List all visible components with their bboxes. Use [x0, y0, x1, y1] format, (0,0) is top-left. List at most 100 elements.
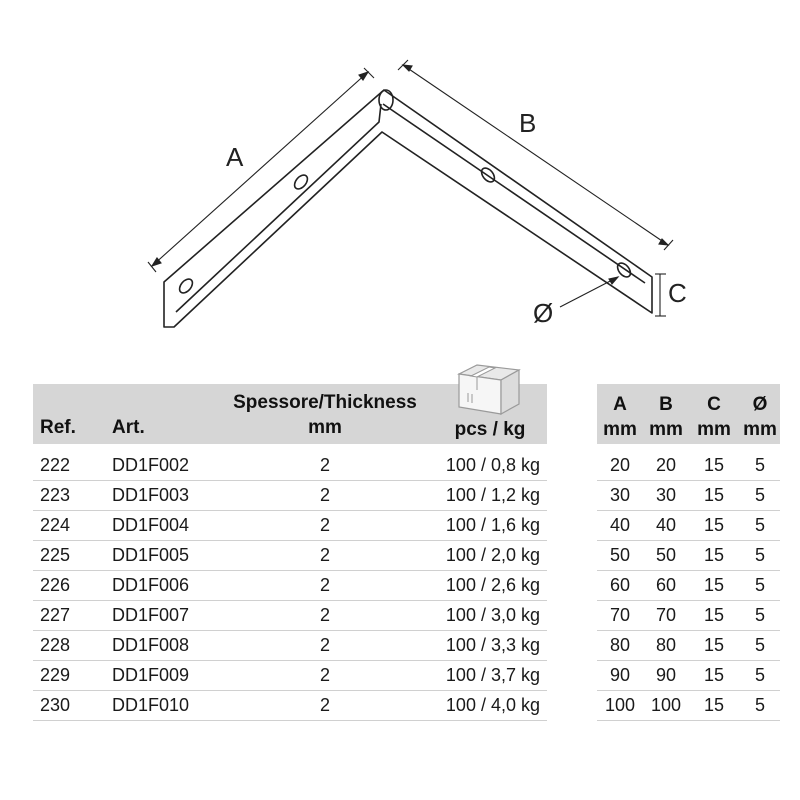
hole-right-lower	[616, 262, 632, 278]
cell-diameter: 5	[754, 455, 765, 475]
header-a-unit: mm	[603, 419, 637, 440]
cell-diameter: 5	[754, 695, 765, 715]
cell-b: 60	[655, 575, 677, 595]
table-row	[33, 511, 547, 541]
cell-c: 15	[703, 635, 725, 655]
table-row	[33, 601, 547, 631]
dim-b-label: B	[519, 108, 536, 138]
cell-ref: 228	[40, 635, 71, 655]
bracket-drawing: A B C Ø	[147, 59, 687, 328]
table-row	[33, 571, 547, 601]
table-row	[33, 451, 547, 481]
cell-b: 70	[655, 605, 677, 625]
cell-thickness: 2	[319, 635, 330, 655]
cell-thickness: 2	[319, 665, 330, 685]
cell-c: 15	[703, 605, 725, 625]
cell-art: DD1F002	[112, 455, 190, 475]
header-thickness: Spessore/Thickness	[233, 392, 417, 413]
header-thickness-unit: mm	[308, 417, 342, 438]
header-c-unit: mm	[697, 419, 731, 440]
cell-ref: 230	[40, 695, 71, 715]
cell-ref: 222	[40, 455, 71, 475]
cell-a: 80	[609, 635, 631, 655]
cell-pack: 100 / 2,0 kg	[445, 545, 540, 565]
cell-b: 80	[655, 635, 677, 655]
cell-pack: 100 / 0,8 kg	[445, 455, 540, 475]
bracket-outline	[163, 89, 653, 328]
cell-art: DD1F004	[112, 515, 190, 535]
cell-pack: 100 / 4,0 kg	[445, 695, 540, 715]
hole-right-upper	[480, 167, 496, 183]
cell-ref: 224	[40, 515, 71, 535]
header-diameter: Ø	[752, 394, 768, 415]
dimension-row	[597, 511, 780, 541]
dim-a-label: A	[226, 142, 244, 172]
cell-c: 15	[703, 575, 725, 595]
right-table-header	[597, 384, 780, 444]
cell-a: 90	[609, 665, 631, 685]
header-diameter-unit: mm	[743, 419, 777, 440]
header-b-unit: mm	[649, 419, 683, 440]
cell-art: DD1F003	[112, 485, 190, 505]
table-row	[33, 631, 547, 661]
dim-diameter-label: Ø	[533, 298, 553, 328]
cell-diameter: 5	[754, 545, 765, 565]
cell-thickness: 2	[319, 455, 330, 475]
cell-thickness: 2	[319, 515, 330, 535]
dimension-row	[597, 631, 780, 661]
cell-b: 50	[655, 545, 677, 565]
cell-art: DD1F010	[112, 695, 190, 715]
cell-b: 20	[655, 455, 677, 475]
cell-art: DD1F008	[112, 635, 190, 655]
cell-pack: 100 / 3,7 kg	[445, 665, 540, 685]
hole-left-lower	[178, 278, 194, 294]
header-a: A	[613, 394, 627, 415]
cell-a: 30	[609, 485, 631, 505]
dim-c-label: C	[668, 278, 687, 308]
dimension-row	[597, 661, 780, 691]
dim-diameter-leader	[559, 276, 619, 308]
cell-pack: 100 / 1,6 kg	[445, 515, 540, 535]
cell-thickness: 2	[319, 605, 330, 625]
header-c: C	[707, 394, 721, 415]
bracket-fold-right	[382, 103, 646, 284]
table-row	[33, 481, 547, 511]
cell-diameter: 5	[754, 515, 765, 535]
cell-b: 100	[650, 695, 682, 715]
cell-pack: 100 / 3,0 kg	[445, 605, 540, 625]
header-b: B	[659, 394, 673, 415]
dimension-row	[597, 481, 780, 511]
cell-thickness: 2	[319, 695, 330, 715]
cell-ref: 225	[40, 545, 71, 565]
hole-left-upper	[293, 174, 309, 190]
cell-ref: 227	[40, 605, 71, 625]
bracket-corner	[378, 89, 394, 111]
cell-b: 90	[655, 665, 677, 685]
cell-c: 15	[703, 665, 725, 685]
cell-a: 100	[604, 695, 636, 715]
dim-b-line	[402, 64, 669, 246]
cell-thickness: 2	[319, 545, 330, 565]
cell-art: DD1F006	[112, 575, 190, 595]
cell-diameter: 5	[754, 635, 765, 655]
cell-thickness: 2	[319, 485, 330, 505]
cell-c: 15	[703, 695, 725, 715]
table-row	[33, 541, 547, 571]
cell-a: 40	[609, 515, 631, 535]
cell-pack: 100 / 1,2 kg	[445, 485, 540, 505]
dimension-row	[597, 541, 780, 571]
cell-a: 20	[609, 455, 631, 475]
cell-pack: 100 / 2,6 kg	[445, 575, 540, 595]
header-ref: Ref.	[40, 417, 76, 438]
cell-pack: 100 / 3,3 kg	[445, 635, 540, 655]
header-art: Art.	[112, 417, 145, 438]
cell-diameter: 5	[754, 485, 765, 505]
header-pack: pcs / kg	[454, 419, 526, 440]
cell-c: 15	[703, 455, 725, 475]
dim-a-line	[151, 71, 369, 267]
bracket-fold-left	[175, 103, 382, 313]
cell-art: DD1F009	[112, 665, 190, 685]
table-row	[33, 691, 547, 721]
cell-art: DD1F007	[112, 605, 190, 625]
cell-c: 15	[703, 545, 725, 565]
